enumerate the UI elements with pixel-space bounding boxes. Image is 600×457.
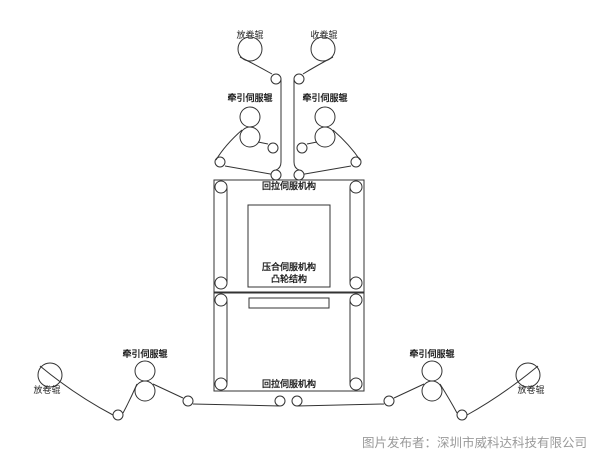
label-unwind-top: 放卷辊 <box>236 29 263 41</box>
label-traction-bottom-left: 牵引伺服辊 <box>122 348 167 360</box>
box-roller-lower-br <box>349 377 363 391</box>
traction-roll-bottom-left-upper <box>134 360 156 382</box>
upper-pullback-box: 回拉伺服机构 压合伺服机构 凸轮结构 <box>213 179 365 293</box>
box-roller-br <box>349 276 363 290</box>
label-pullback-top: 回拉伺服机构 <box>262 180 316 192</box>
label-rewind-top: 收卷辊 <box>310 29 337 41</box>
box-roller-lower-tr <box>349 293 363 307</box>
label-traction-bottom-right: 牵引伺服辊 <box>409 348 454 360</box>
web-bottom-right <box>296 365 539 416</box>
guide-roller-top-right-b <box>350 156 362 168</box>
box-roller-lower-bl <box>214 377 228 391</box>
guide-roller-top-left-b <box>214 156 226 168</box>
guide-roller-bottom-right-b <box>383 395 395 407</box>
label-traction-top-right: 牵引伺服辊 <box>302 92 347 104</box>
web-top-right-traction <box>298 129 361 176</box>
guide-roller-top-left-c <box>267 142 279 154</box>
traction-roll-top-left-upper <box>239 106 261 128</box>
web-top-left-feed <box>239 56 282 171</box>
unwind-roll-top <box>237 36 263 62</box>
guide-roller-bottom-right-a <box>456 409 468 421</box>
center-roller-bottom-right <box>291 395 303 407</box>
top-section: 放卷辊 收卷辊 牵引伺服辊 牵引伺服辊 <box>214 29 362 181</box>
upper-box-frame <box>213 179 365 293</box>
traction-roll-bottom-right-upper <box>421 360 443 382</box>
guide-roller-top-right-c <box>296 142 308 154</box>
box-roller-bl <box>214 276 228 290</box>
box-roller-tl <box>214 180 228 194</box>
guide-roller-top-right-a <box>293 73 305 85</box>
lower-box-frame <box>213 292 365 392</box>
unwind-roll-bottom-right <box>515 362 541 388</box>
label-pullback-bottom: 回拉伺服机构 <box>262 378 316 390</box>
traction-roll-top-right-upper <box>314 106 336 128</box>
cam-plate <box>248 297 330 309</box>
web-top-right-feed <box>293 56 334 171</box>
guide-roller-top-left-a <box>270 73 282 85</box>
web-bottom-left <box>39 365 281 416</box>
bottom-left-section: 放卷辊 牵引伺服辊 <box>33 348 281 421</box>
center-roller-bottom-left <box>274 395 286 407</box>
traction-roll-bottom-left-lower <box>134 380 156 402</box>
label-unwind-bottom-right: 放卷辊 <box>517 384 544 396</box>
label-unwind-bottom-left: 放卷辊 <box>33 384 60 396</box>
label-cam-structure: 凸轮结构 <box>271 273 307 285</box>
traction-roll-top-right-lower <box>314 126 336 148</box>
guide-roller-bottom-left-b <box>182 395 194 407</box>
traction-roll-top-left-lower <box>239 126 261 148</box>
unwind-roll-bottom-left <box>37 362 63 388</box>
traction-roll-bottom-right-lower <box>421 380 443 402</box>
publisher-watermark: 图片发布者：深圳市威科达科技有限公司 <box>362 435 587 450</box>
web-top-left-traction <box>215 129 277 176</box>
center-roller-top-right <box>293 169 305 181</box>
guide-roller-bottom-left-a <box>112 409 124 421</box>
box-roller-tr <box>349 180 363 194</box>
box-roller-lower-tl <box>214 293 228 307</box>
press-servo-box <box>247 204 331 288</box>
label-press-servo: 压合伺服机构 <box>262 261 316 273</box>
lower-pullback-box: 回拉伺服机构 <box>213 292 365 407</box>
label-traction-top-left: 牵引伺服辊 <box>227 92 272 104</box>
rewind-roll-top <box>310 36 336 62</box>
center-roller-top-left <box>270 169 282 181</box>
bottom-right-section: 放卷辊 牵引伺服辊 <box>296 348 545 421</box>
